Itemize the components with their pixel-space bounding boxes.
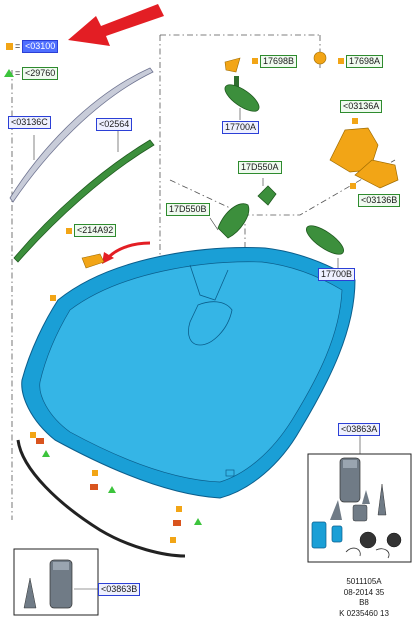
clip-arrow-icon	[106, 241, 151, 260]
label-bracket-b[interactable]: 17698A	[346, 55, 384, 68]
footer-line-4: K 0235460 13	[339, 608, 389, 618]
label-cowl-trim[interactable]: <02564	[96, 118, 133, 131]
mirror-17700a-part	[224, 76, 260, 112]
label-cover-b[interactable]: <03136B	[358, 194, 401, 207]
label-mirror-rain[interactable]: 17D550A	[238, 161, 282, 174]
footer-line-2: 08-2014 35	[343, 587, 385, 597]
sensor-cover-part	[329, 118, 399, 189]
label-mirror-alt[interactable]: 17700B	[318, 268, 356, 281]
label-kit-small[interactable]: <03863B	[98, 583, 141, 596]
label-cover-a[interactable]: <03136A	[340, 100, 383, 113]
legend-square-icon	[6, 43, 13, 50]
label-legend-kit[interactable]: <03100	[22, 40, 59, 53]
retainer-clips	[30, 295, 202, 543]
label-clip[interactable]: <214A92	[74, 224, 117, 237]
small-kit-box	[13, 548, 99, 616]
upper-trim-strip	[9, 67, 154, 203]
bracket-b-part	[224, 57, 241, 73]
label-mirror-base[interactable]: 17700A	[222, 121, 260, 134]
legend-equals-2: =	[15, 68, 21, 78]
mirror-housing-part	[217, 185, 277, 239]
label-mirror-housing[interactable]: 17D550B	[166, 203, 210, 216]
mirror-17700b-part	[306, 225, 344, 255]
legend-triangle-icon	[4, 69, 14, 77]
lower-moulding	[16, 439, 186, 558]
footer-line-3: B8	[359, 598, 369, 607]
label-legend-serv[interactable]: <29760	[22, 67, 59, 80]
repair-kit-box	[307, 453, 412, 563]
label-kit-box[interactable]: <03863A	[338, 423, 381, 436]
legend-equals-1: =	[15, 41, 21, 51]
red-pointer-arrow-icon	[68, 4, 164, 46]
footer-line-1: 5011105A	[346, 577, 382, 586]
label-wiper-trim[interactable]: <03136C	[8, 116, 51, 129]
drawing-reference: 5011105A 08-2014 35 B8 K 0235460 13	[319, 577, 409, 619]
windshield-glass	[21, 247, 356, 499]
cowl-trim-strip	[13, 139, 155, 263]
bracket-a-part	[313, 51, 327, 65]
label-bracket-a[interactable]: 17698B	[260, 55, 298, 68]
clip-part	[81, 253, 105, 269]
